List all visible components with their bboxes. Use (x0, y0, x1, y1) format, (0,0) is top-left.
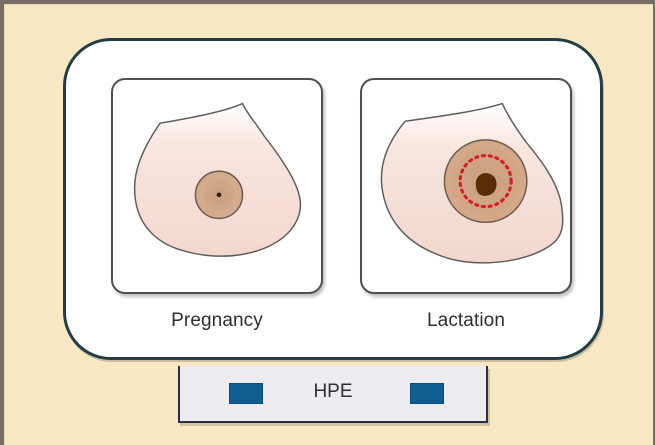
nipple (476, 173, 497, 196)
pregnancy-panel (111, 78, 323, 294)
pregnancy-caption: Pregnancy (111, 310, 323, 332)
lactation-breast-illustration (362, 80, 570, 292)
lactation-panel (360, 78, 572, 294)
pregnancy-breast-illustration (113, 80, 321, 292)
hpe-bar: HPE (178, 366, 488, 423)
nipple (217, 192, 222, 197)
lactation-caption: Lactation (360, 310, 572, 332)
right-blue-square (410, 383, 444, 404)
